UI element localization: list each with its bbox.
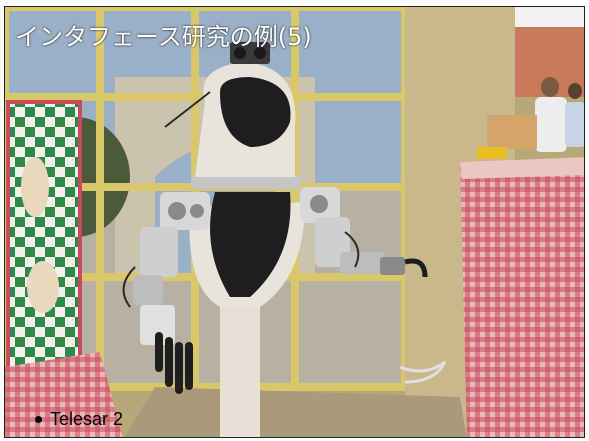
bullet-list: Telesar 2 [35, 409, 123, 430]
bullet-dot-icon [35, 416, 42, 423]
bullet-text: Telesar 2 [50, 409, 124, 429]
bullet-item: Telesar 2 [35, 409, 123, 430]
slide-title: インタフェース研究の例(5) [15, 23, 312, 51]
photo-frame: インタフェース研究の例(5) Telesar 2 [4, 6, 585, 438]
robot-photo [5, 7, 584, 437]
